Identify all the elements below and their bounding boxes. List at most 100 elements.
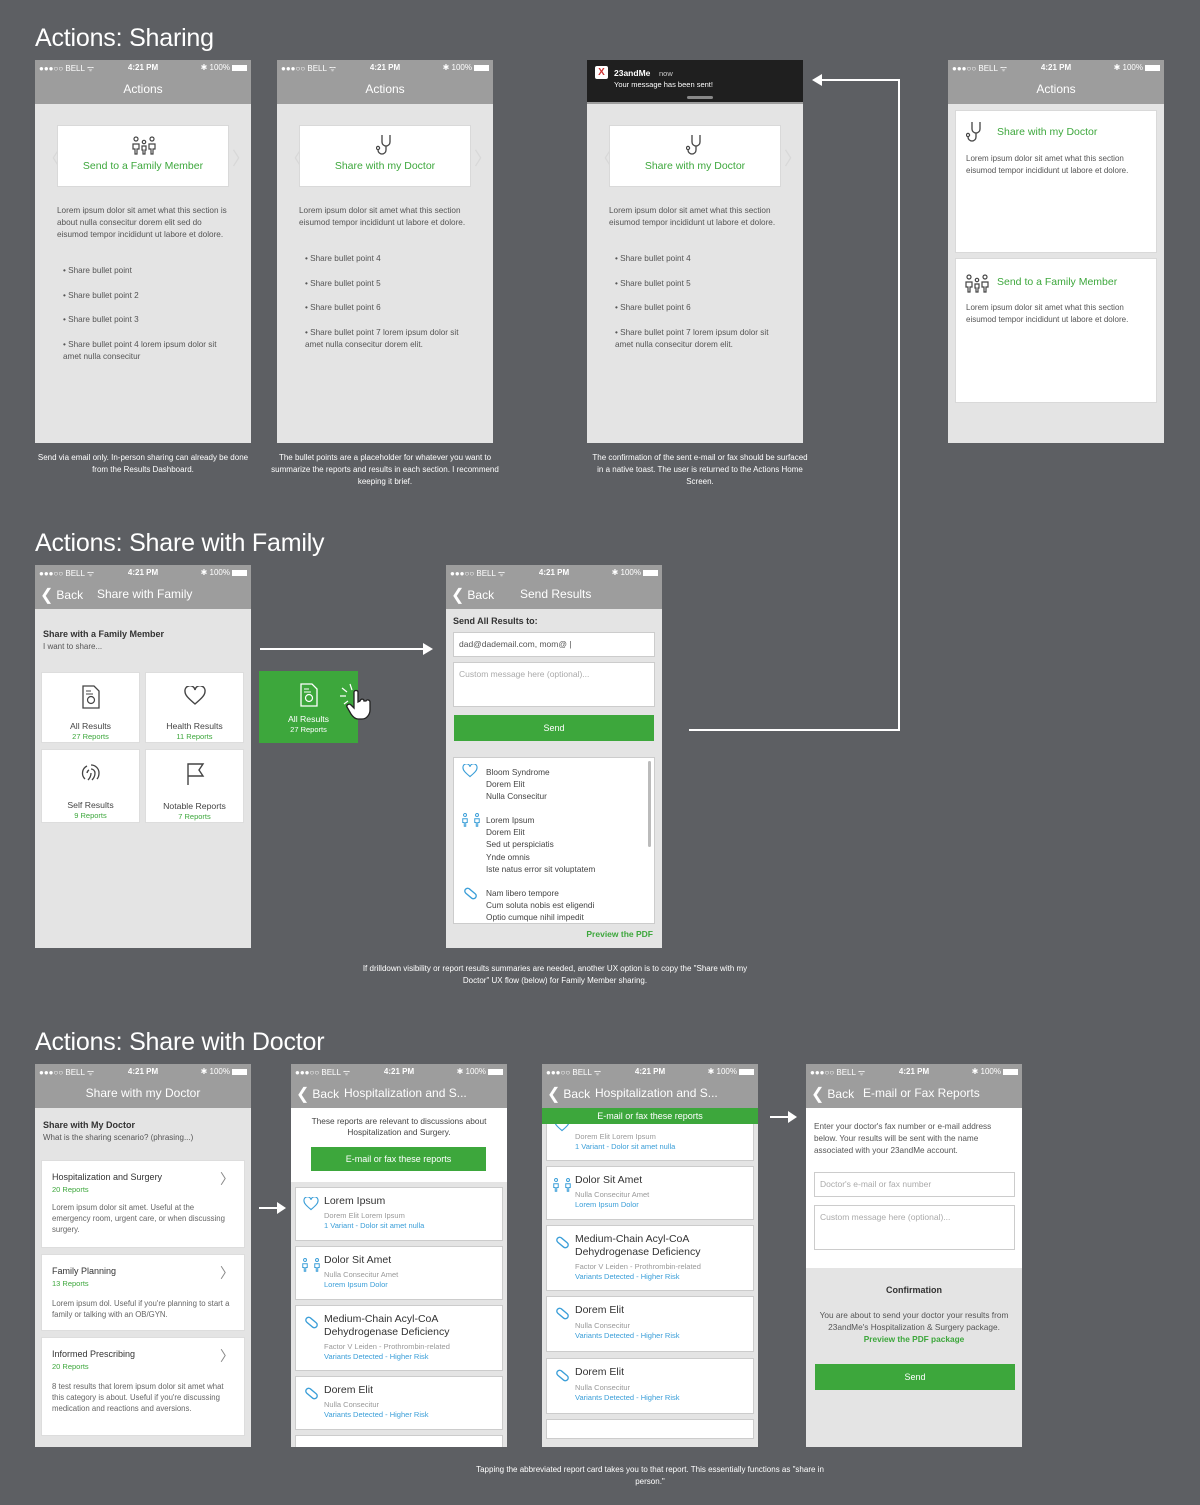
carousel-card[interactable]: Share with my Doctor [609,125,781,187]
back-button[interactable]: ❮Back [547,1086,591,1103]
bullet-list: • Share bullet point 4• Share bullet poi… [615,254,769,349]
tile-label: Notable Reports [163,801,226,811]
confirmation-panel [806,1268,1022,1447]
report-card[interactable]: Medium-Chain Acyl-CoA Dehydrogenase Defi… [295,1305,503,1371]
chevron-left-icon[interactable]: 〈 [594,149,612,169]
report-title: Lorem Ipsum [324,1195,386,1207]
chevron-left-icon: ❮ [40,587,54,604]
scenario-hospitalization[interactable]: Hospitalization and Surgery 20 Reports L… [41,1160,245,1248]
report-card[interactable] [295,1435,503,1447]
report-card[interactable] [546,1419,754,1439]
pill-icon [305,1387,318,1400]
report-title: Dorem Elit [575,1304,625,1316]
chevron-right-icon: 〉 [220,1265,234,1281]
message-input[interactable]: Custom message here (optional)... [453,662,655,707]
report-card[interactable]: Medium-Chain Acyl-CoA Dehydrogenase Defi… [546,1225,754,1291]
report-title: Dorem Elit [575,1366,625,1378]
card-title: Share with my Doctor [334,160,436,172]
section-title-sharing: Actions: Sharing [35,24,214,52]
chevron-right-icon[interactable]: 〉 [232,149,250,169]
tile-count: 27 Reports [290,725,327,734]
tile-health-results[interactable]: Health Results 11 Reports [145,672,244,743]
chevron-right-icon: 〉 [220,1171,234,1187]
tile-self-results[interactable]: Self Results 9 Reports [41,749,140,823]
share-doctor-card[interactable]: Share with my Doctor Lorem ipsum dolor s… [955,110,1157,253]
card-title: Share with my Doctor [644,160,746,172]
preview-pdf-link[interactable]: Preview the PDF package [863,1334,965,1344]
flow-connector [259,1207,279,1209]
tile-all-results-selected[interactable]: All Results 27 Reports [259,671,358,743]
back-button[interactable]: ❮Back [296,1086,340,1103]
toast-message: Your message has been sent! [614,80,713,89]
nav-title: Hospitalization and S... [344,1086,467,1100]
caption: Tapping the abbreviated report card take… [476,1465,824,1486]
notification-toast[interactable]: X 23andMe now Your message has been sent… [587,60,803,102]
carousel-card[interactable]: Send to a Family Member [57,125,229,187]
caption: The bullet points are a placeholder for … [271,453,499,486]
send-button[interactable]: Send [815,1364,1015,1390]
back-button[interactable]: ❮Back [451,587,495,604]
family-icon [302,1258,320,1272]
chevron-right-icon[interactable]: 〉 [784,149,802,169]
document-icon [300,683,318,707]
app-logo-icon: X [595,66,608,79]
heart-icon [462,764,478,778]
family-icon [132,136,156,155]
send-button[interactable]: Send [454,715,654,741]
message-input[interactable]: Custom message here (optional)... [814,1205,1015,1250]
body-text: Lorem ipsum dolor sit amet what this sec… [609,206,776,227]
back-button[interactable]: ❮Back [40,587,84,604]
scrollbar[interactable] [648,761,651,847]
tile-all-results[interactable]: All Results 27 Reports [41,672,140,743]
chevron-left-icon[interactable]: 〈 [284,149,302,169]
chevron-left-icon[interactable]: 〈 [42,149,60,169]
preview-pdf-link[interactable]: Preview the PDF [586,929,653,939]
arrow-head-icon [812,74,822,86]
heart-icon [303,1197,319,1211]
card-title: Send to a Family Member [82,160,204,172]
intro-text: These reports are relevant to discussion… [311,1116,487,1137]
fingerprint-icon [81,764,100,781]
back-button[interactable]: ❮Back [811,1086,855,1103]
caption: The confirmation of the sent e-mail or f… [592,453,808,486]
pill-icon [556,1236,569,1249]
caption: Send via email only. In-person sharing c… [37,453,249,474]
tile-label: All Results [69,721,112,731]
toast-handle[interactable] [687,96,713,99]
email-input[interactable]: dad@dademail.com, mom@ | [453,632,655,657]
chevron-right-icon: 〉 [220,1348,234,1364]
stethoscope-icon [376,135,391,155]
phone-toast: X 23andMe now Your message has been sent… [587,60,803,443]
doctor-contact-input[interactable]: Doctor's e-mail or fax number [814,1172,1015,1197]
tile-count: 9 Reports [74,811,107,820]
arrow-head-icon [277,1202,286,1214]
chevron-left-icon: ❮ [547,1086,561,1103]
email-fax-sticky-button[interactable]: E-mail or fax these reports [542,1108,758,1124]
scenario-family-planning[interactable]: Family Planning 13 Reports Lorem ipsum d… [41,1254,245,1331]
email-fax-button[interactable]: E-mail or fax these reports [311,1147,486,1171]
chevron-right-icon[interactable]: 〉 [474,149,492,169]
carousel-card[interactable]: Share with my Doctor [299,125,471,187]
tile-notable-reports[interactable]: Notable Reports 7 Reports [145,749,244,823]
scenario-desc: Lorem ipsum dolor sit amet. Useful at th… [52,1203,225,1234]
share-family-card[interactable]: Send to a Family Member Lorem ipsum dolo… [955,258,1157,403]
scenario-informed-prescribing[interactable]: Informed Prescribing 20 Reports 8 test r… [41,1337,245,1436]
flow-connector [260,648,425,650]
confirmation-body: You are about to send your doctor your r… [819,1310,1009,1344]
